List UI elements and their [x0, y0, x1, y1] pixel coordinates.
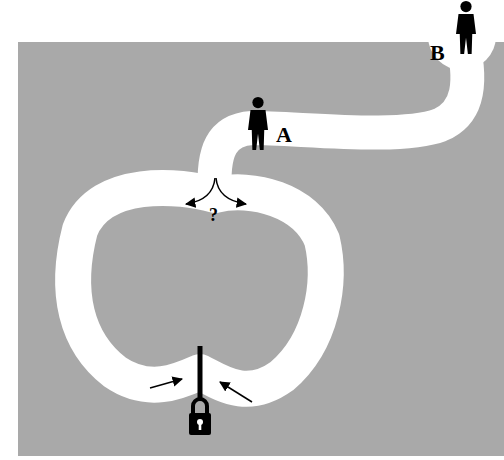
- door-arrow: [220, 382, 252, 402]
- door-arrow: [150, 379, 182, 388]
- entrance-passage: [214, 40, 467, 195]
- point-label: A: [276, 124, 292, 146]
- choice-arrow: [186, 178, 215, 204]
- rock-ground: [18, 42, 504, 456]
- choice-mark: ?: [209, 206, 218, 224]
- padlock-symbol: [189, 399, 211, 435]
- magic-door: [198, 346, 203, 400]
- person-figure: [456, 1, 476, 54]
- point-label: B: [430, 42, 445, 64]
- person-figure: [248, 97, 268, 150]
- choice-arrow: [216, 178, 246, 204]
